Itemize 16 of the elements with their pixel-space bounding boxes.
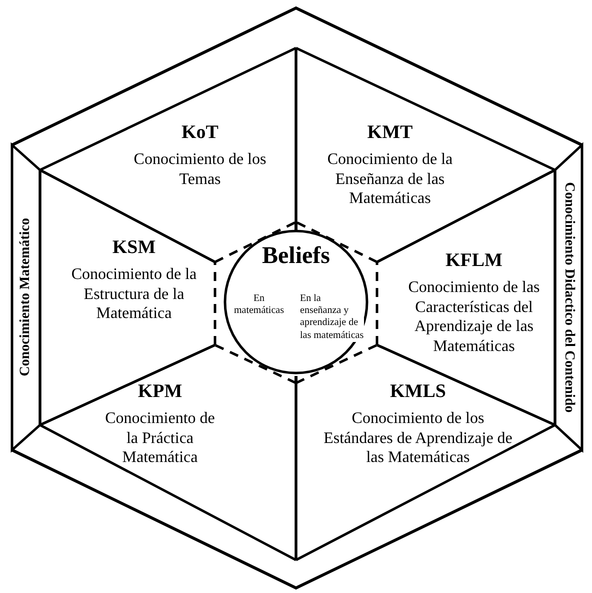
segment-description: Conocimiento de la Enseñanza de las Matemáticas xyxy=(326,150,454,209)
band-title: Conocimiento Didactico del Contenido xyxy=(560,182,576,413)
segment-heading: KSM xyxy=(111,236,157,260)
segment-description: Conocimiento de la Estructura de la Matemática xyxy=(70,265,198,324)
segment-heading: KMLS xyxy=(389,380,447,404)
segment-heading: KMT xyxy=(366,121,414,144)
segment-heading: KFLM xyxy=(444,249,504,272)
segment-heading: KPM xyxy=(136,380,184,404)
segment-description: Conocimiento de las Características del Aprendizaje de las Matemáticas xyxy=(407,278,541,356)
segment-heading: KoT xyxy=(180,121,220,144)
segment-description: Conocimiento de la Práctica Matemática xyxy=(104,409,216,468)
segment-description: Conocimiento de los Temas xyxy=(132,150,268,190)
beliefs-heading: Beliefs xyxy=(261,242,331,271)
band-title: Conocimiento Matemático xyxy=(18,218,34,377)
beliefs-note: En la enseñanza y aprendizaje de las matemáticas xyxy=(300,293,364,342)
segment-description: Conocimiento de los Estándares de Aprendizaje de las Matemáticas xyxy=(322,409,514,468)
